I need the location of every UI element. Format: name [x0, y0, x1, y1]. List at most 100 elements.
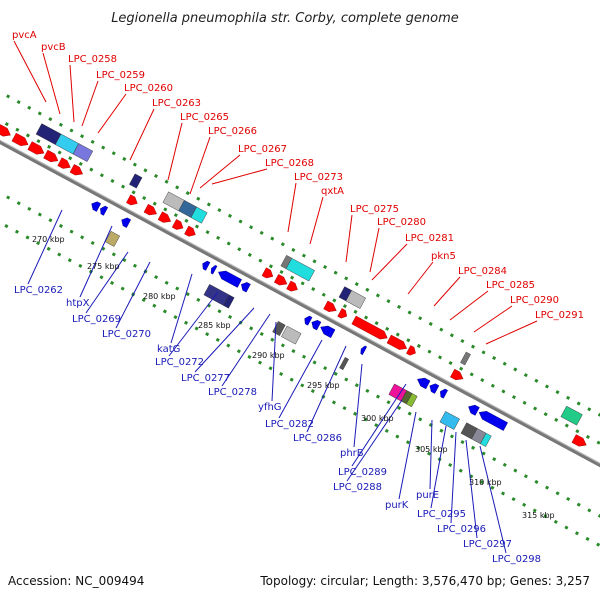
- gene-label-lpc_0268: LPC_0268: [265, 158, 314, 169]
- reverse-gene-arrow: [440, 388, 448, 399]
- reverse-gene-arrow: [304, 315, 313, 326]
- feature-box: [339, 357, 349, 371]
- gene-label-lpc_0295: LPC_0295: [417, 509, 466, 520]
- label-leader-line: [450, 431, 457, 524]
- reverse-gene-arrow: [91, 201, 102, 212]
- gene-label-lpc_0275: LPC_0275: [350, 204, 399, 215]
- gene-label-lpc_0263: LPC_0263: [152, 98, 201, 109]
- reverse-gene-arrow: [311, 320, 322, 331]
- feature-box: [439, 411, 460, 430]
- label-leader-line: [369, 227, 380, 273]
- forward-gene-arrow: [11, 132, 29, 147]
- gene-label-lpc_0298: LPC_0298: [492, 554, 541, 565]
- feature-box: [406, 393, 418, 408]
- label-leader-line: [81, 80, 99, 127]
- forward-gene-arrow: [286, 280, 298, 292]
- forward-gene-arrow: [0, 124, 11, 137]
- label-leader-line: [199, 154, 241, 189]
- kbp-tick-label: 295 kbp: [307, 381, 340, 390]
- label-leader-line: [306, 345, 347, 433]
- label-leader-line: [485, 320, 538, 345]
- feature-box: [560, 405, 583, 426]
- gene-label-lpc_0289: LPC_0289: [338, 467, 387, 478]
- gene-label-lpc_0290: LPC_0290: [510, 295, 559, 306]
- feature-layer: [0, 123, 587, 447]
- kbp-tick-label: 275 kbp: [87, 262, 120, 271]
- gene-label-lpc_0260: LPC_0260: [124, 83, 173, 94]
- label-leader-line: [473, 305, 513, 333]
- kbp-tick-label: 290 kbp: [252, 351, 285, 360]
- forward-gene-arrow: [171, 219, 184, 230]
- gene-label-lpc_0265: LPC_0265: [180, 112, 229, 123]
- gene-label-yfhg: yfhG: [258, 402, 282, 413]
- label-leader-line: [194, 307, 255, 373]
- reverse-gene-arrow: [429, 383, 440, 394]
- gene-label-lpc_0266: LPC_0266: [208, 126, 257, 137]
- gene-label-lpc_0278: LPC_0278: [208, 387, 257, 398]
- dotted-track-outer-bottom: [0, 220, 600, 548]
- label-leader-line: [407, 261, 434, 295]
- label-leader-line: [479, 445, 507, 554]
- forward-gene-arrow: [184, 225, 196, 237]
- label-leader-line: [85, 251, 129, 314]
- forward-gene-arrow: [386, 334, 408, 350]
- gene-label-pkn5: pkn5: [431, 251, 456, 262]
- label-leader-line: [69, 64, 75, 123]
- gene-label-lpc_0288: LPC_0288: [333, 482, 382, 493]
- gene-label-lpc_0285: LPC_0285: [486, 280, 535, 291]
- gene-label-lpc_0280: LPC_0280: [377, 217, 426, 228]
- gene-label-lpc_0296: LPC_0296: [437, 524, 486, 535]
- forward-gene-arrow: [126, 194, 138, 206]
- kbp-tick-label: 280 kbp: [143, 292, 176, 301]
- forward-gene-arrow: [571, 434, 587, 447]
- label-leader-line: [449, 290, 489, 321]
- gene-label-lpc_0262: LPC_0262: [14, 285, 63, 296]
- forward-gene-arrow: [351, 315, 388, 340]
- gene-label-lpc_0269: LPC_0269: [72, 314, 121, 325]
- reverse-gene-arrow: [478, 411, 508, 431]
- label-leader-line: [27, 209, 63, 285]
- feature-box: [281, 325, 302, 345]
- forward-gene-arrow: [57, 157, 71, 169]
- label-leader-line: [309, 196, 324, 245]
- kbp-tick-label: 310 kbp: [469, 478, 502, 487]
- gene-label-lpc_0267: LPC_0267: [238, 144, 287, 155]
- reverse-gene-arrow: [121, 217, 132, 228]
- map-title: Legionella pneumophila str. Corby, compl…: [111, 11, 459, 26]
- label-layer: pvcApvcBLPC_0258LPC_0259LPC_0260LPC_0263…: [12, 30, 584, 565]
- reverse-gene-arrow: [218, 270, 242, 288]
- label-leader-line: [430, 425, 447, 509]
- feature-box: [129, 173, 143, 189]
- label-leader-line: [465, 439, 478, 539]
- gene-label-htpx: htpX: [66, 298, 90, 309]
- gene-label-phrb: phrB: [340, 448, 364, 459]
- label-leader-line: [351, 383, 407, 467]
- gene-label-lpc_0270: LPC_0270: [102, 329, 151, 340]
- feature-box: [190, 206, 208, 224]
- forward-gene-arrow: [450, 368, 464, 381]
- genome-summary-text: Topology: circular; Length: 3,576,470 bp…: [259, 574, 590, 588]
- label-leader-line: [433, 276, 461, 307]
- reverse-gene-arrow: [202, 260, 211, 271]
- forward-gene-arrow: [337, 308, 348, 319]
- reverse-gene-arrow: [320, 325, 336, 338]
- reverse-gene-arrow: [360, 345, 368, 356]
- label-leader-line: [129, 108, 155, 161]
- feature-box: [285, 257, 315, 282]
- gene-label-pvca: pvcA: [12, 30, 37, 41]
- kbp-tick-label: 315 kbp: [522, 511, 555, 520]
- kbp-tick-label: 300 kbp: [361, 414, 394, 423]
- label-leader-line: [167, 122, 183, 181]
- forward-gene-arrow: [273, 274, 288, 286]
- label-leader-line: [271, 321, 277, 402]
- gene-label-lpc_0284: LPC_0284: [458, 266, 507, 277]
- kbp-tick-label: 305 kbp: [415, 445, 448, 454]
- gene-label-lpc_0297: LPC_0297: [463, 539, 512, 550]
- genome-backbone: [0, 139, 600, 468]
- label-leader-line: [345, 214, 353, 263]
- gene-label-qxta: qxtA: [321, 186, 344, 197]
- feature-box: [345, 290, 367, 309]
- feature-box: [222, 294, 235, 309]
- label-leader-line: [221, 313, 271, 387]
